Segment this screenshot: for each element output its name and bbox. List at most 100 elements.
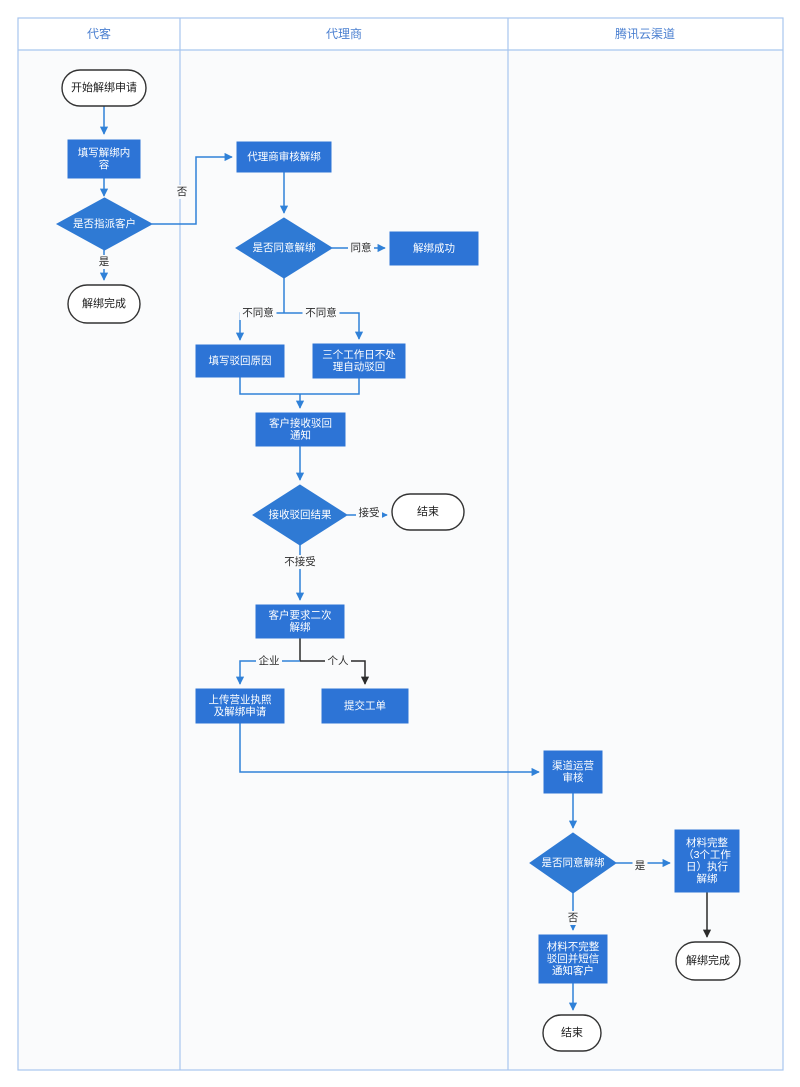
edge-fill-reason-to-merge xyxy=(239,377,300,395)
edge-label-text: 不接受 xyxy=(284,555,316,568)
node-label: 客户接收驳回 xyxy=(269,416,332,429)
edge-label-backdrop xyxy=(348,241,374,255)
flow-node-n11[interactable]: 接收驳回结果 xyxy=(252,484,348,546)
terminator-shape xyxy=(391,493,465,531)
edge-individual-to-submit-ticket xyxy=(300,660,370,685)
flow-node-n1[interactable]: 开始解绑申请 xyxy=(61,69,147,107)
node-label: 接收驳回结果 xyxy=(269,508,332,521)
node-label: 通知 xyxy=(290,428,311,441)
process-shape xyxy=(255,604,345,639)
flow-node-n12[interactable]: 结束 xyxy=(391,493,465,531)
edge-label-backdrop xyxy=(302,306,340,320)
edge-label-el-individual: 个人 xyxy=(325,654,351,668)
process-shape xyxy=(67,139,141,179)
terminator-shape xyxy=(542,1014,602,1052)
node-label: 容 xyxy=(99,158,110,171)
flow-node-n21[interactable]: 解绑完成 xyxy=(675,941,741,981)
lane-header-dailishang: 代理商 xyxy=(326,26,362,41)
lane-header-tencent: 腾讯云渠道 xyxy=(615,26,675,41)
node-label: 审核 xyxy=(563,771,584,784)
flow-node-n15[interactable]: 提交工单 xyxy=(321,688,409,724)
edge-label-backdrop xyxy=(96,255,112,269)
node-label: 结束 xyxy=(561,1026,583,1039)
edge-label-el-disagree-1: 不同意 xyxy=(239,306,277,320)
edge-label-el-not-accept: 不接受 xyxy=(281,555,319,569)
flow-node-n7[interactable]: 解绑成功 xyxy=(389,231,479,266)
process-shape xyxy=(312,343,406,379)
edge-label-backdrop xyxy=(632,859,648,873)
edge-label-text: 企业 xyxy=(259,654,280,667)
flow-node-n3[interactable]: 是否指派客户 xyxy=(55,197,154,251)
flow-node-n5[interactable]: 代理商审核解绑 xyxy=(236,141,332,173)
edge-auto-reject-to-merge xyxy=(300,378,360,395)
node-label: 代理商审核解绑 xyxy=(247,150,321,163)
edge-upload-license-to-channel-review xyxy=(239,723,540,777)
node-label: 及解绑申请 xyxy=(214,705,267,718)
edge-label-el-agree: 同意 xyxy=(348,241,374,255)
decision-shape xyxy=(529,832,617,894)
node-label: 开始解绑申请 xyxy=(71,80,137,94)
node-label: 解绑完成 xyxy=(686,953,730,967)
edge-label-el-no-assign: 否 xyxy=(174,185,190,199)
edge-assign-no-to-agent-review xyxy=(152,152,233,225)
flow-node-n20[interactable]: 结束 xyxy=(542,1014,602,1052)
node-label: 是否指派客户 xyxy=(73,217,136,230)
decision-shape xyxy=(55,197,154,251)
edge-label-text: 否 xyxy=(177,186,188,198)
terminator-shape xyxy=(61,69,147,107)
process-shape xyxy=(236,141,332,173)
node-label: 是否同意解绑 xyxy=(542,856,605,869)
edge-label-text: 否 xyxy=(568,912,579,924)
node-label: 客户要求二次 xyxy=(269,608,332,621)
edge-label-el-yes-tencent: 是 xyxy=(632,859,648,873)
edge-label-backdrop xyxy=(281,555,319,569)
node-label: 理自动驳回 xyxy=(333,360,386,373)
edge-label-backdrop xyxy=(239,306,277,320)
flow-node-n17[interactable]: 是否同意解绑 xyxy=(529,832,617,894)
edge-labels: 否是同意不同意不同意接受不接受企业个人是否 xyxy=(96,185,648,925)
terminator-shape xyxy=(67,284,141,324)
swimlane-outer-border xyxy=(17,17,784,1071)
process-shape xyxy=(543,750,603,794)
edge-label-text: 不同意 xyxy=(305,306,337,319)
edge-label-el-accept: 接受 xyxy=(356,506,382,520)
node-label: 提交工单 xyxy=(344,699,386,712)
edge-label-backdrop xyxy=(174,185,190,199)
edge-label-el-enterprise: 企业 xyxy=(256,654,282,668)
swimlane-header-background xyxy=(18,18,783,50)
node-label: 填写解绑内 xyxy=(78,146,131,159)
terminator-shape xyxy=(675,941,741,981)
process-shape xyxy=(195,344,285,378)
edge-label-text: 同意 xyxy=(351,241,372,254)
flow-node-n8[interactable]: 填写驳回原因 xyxy=(195,344,285,378)
edge-label-text: 个人 xyxy=(328,655,349,667)
edge-label-text: 不同意 xyxy=(242,306,274,319)
edge-label-backdrop xyxy=(256,654,282,668)
edge-label-el-yes-assign: 是 xyxy=(96,255,112,269)
flow-node-n4[interactable]: 解绑完成 xyxy=(67,284,141,324)
process-shape xyxy=(674,829,740,893)
flow-node-n6[interactable]: 是否同意解绑 xyxy=(235,217,333,279)
process-shape xyxy=(255,412,346,447)
nodes: 开始解绑申请填写解绑内容是否指派客户解绑完成代理商审核解绑是否同意解绑解绑成功填… xyxy=(55,69,741,1052)
edge-label-text: 是 xyxy=(99,256,110,268)
edge-label-backdrop xyxy=(356,506,382,520)
swimlane-body-background xyxy=(18,50,783,1070)
node-label: （3个工作 xyxy=(683,849,731,861)
node-label: 通知客户 xyxy=(552,964,594,977)
edge-label-el-no-tencent: 否 xyxy=(565,911,581,925)
node-label: 解绑 xyxy=(697,872,718,885)
node-label: 渠道运营 xyxy=(552,759,594,772)
node-label: 解绑 xyxy=(290,620,311,633)
process-shape xyxy=(321,688,409,724)
